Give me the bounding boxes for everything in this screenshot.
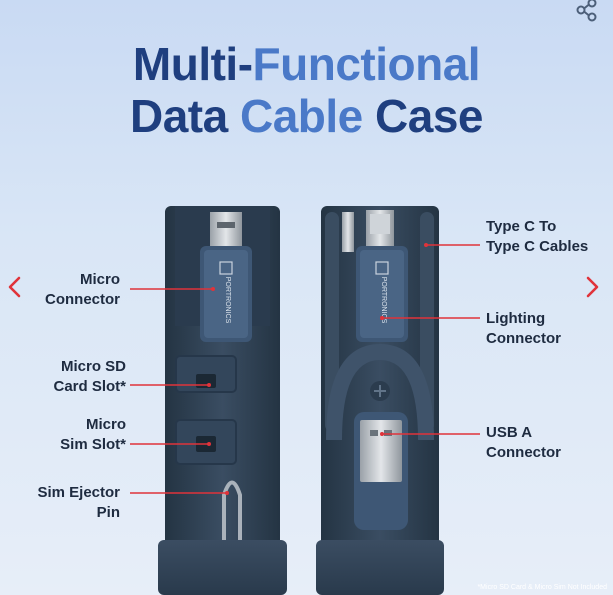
label-micro-sd-card-slot: Micro SD Card Slot* <box>53 358 126 395</box>
left-brand-text: PORTRONICS <box>224 277 231 324</box>
pointer-lines <box>130 244 480 494</box>
label-lighting-connector: Lighting Connector <box>486 310 561 347</box>
page-title-line-1: Multi-Functional <box>0 38 613 90</box>
footnote: *Micro SD Card & Micro Sim Not Included <box>477 584 607 591</box>
right-brand-text: PORTRONICS <box>380 277 387 324</box>
label-micro-sim-slot: Micro Sim Slot* <box>60 416 126 453</box>
label-usb-a-connector: USB A Connector <box>486 424 561 461</box>
right-case <box>316 206 444 595</box>
share-icon[interactable] <box>571 0 603 22</box>
title-word-case: Case <box>375 90 483 142</box>
title-word-data: Data <box>130 90 240 142</box>
title-word-cable: Cable <box>239 90 376 142</box>
page-title-line-2: Data Cable Case <box>0 90 613 142</box>
label-micro-connector: Micro Connector <box>45 271 120 308</box>
title-word-multi: Multi- <box>132 38 253 90</box>
chevron-right-icon[interactable] <box>583 276 601 298</box>
label-sim-ejector-pin: Sim Ejector Pin <box>37 484 120 521</box>
pointer-dots <box>207 243 428 495</box>
label-type-c-cables: Type C To Type C Cables <box>486 218 589 255</box>
left-case <box>158 206 287 595</box>
title-word-functional: Functional <box>252 38 481 90</box>
chevron-left-icon[interactable] <box>6 276 24 298</box>
